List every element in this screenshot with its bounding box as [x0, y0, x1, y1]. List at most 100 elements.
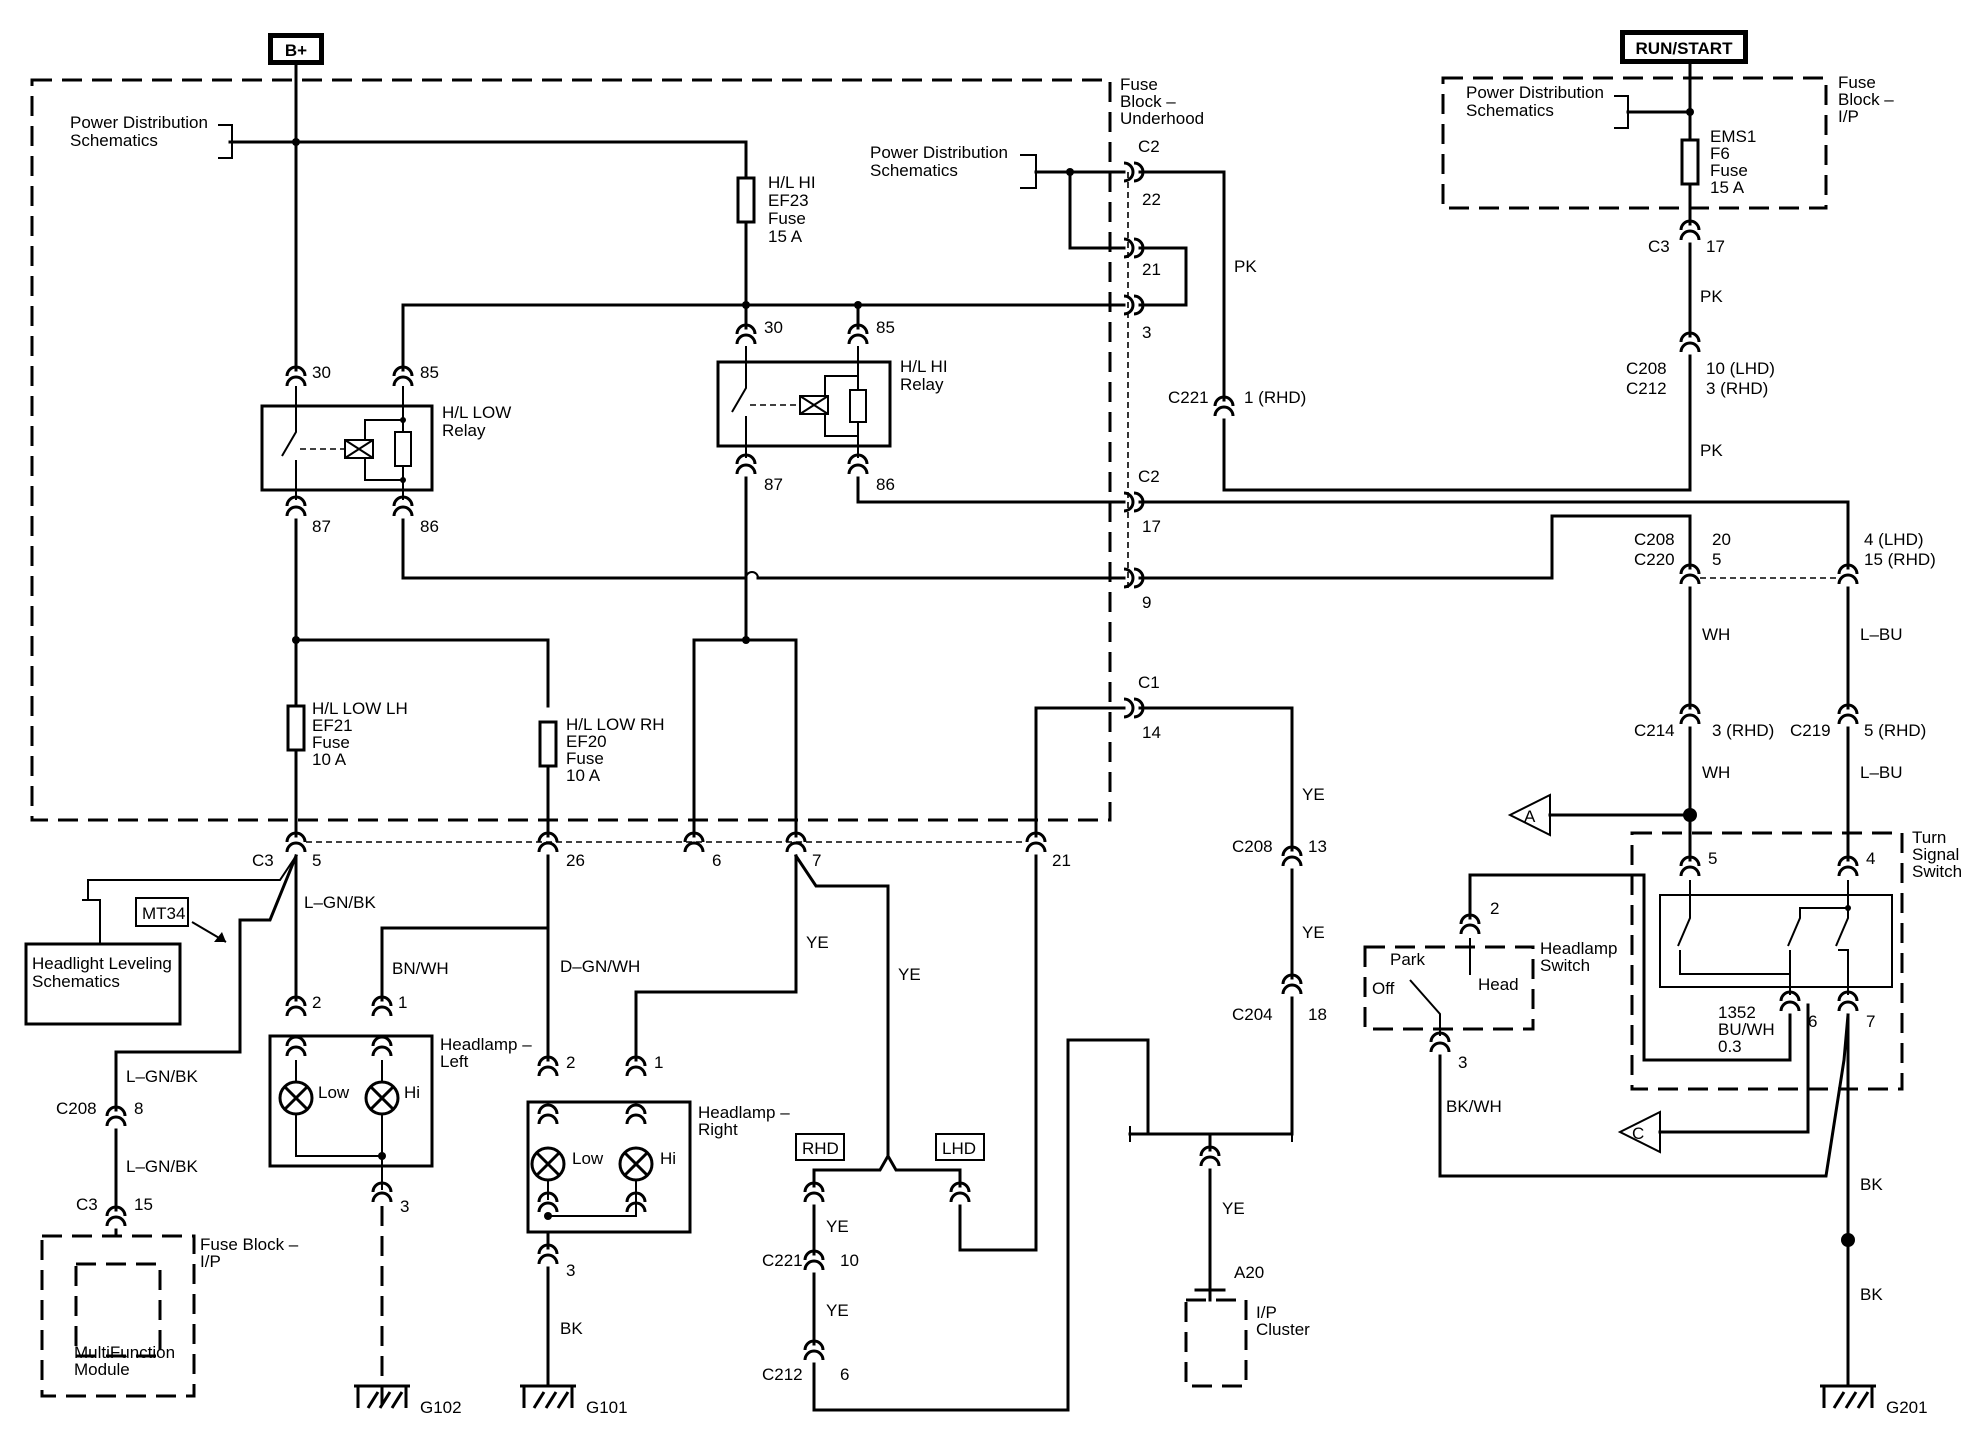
- svg-text:EMS1: EMS1: [1710, 127, 1756, 146]
- svg-text:C3: C3: [76, 1195, 98, 1214]
- svg-text:Fuse: Fuse: [768, 209, 806, 228]
- svg-text:H/L LOW LH: H/L LOW LH: [312, 699, 408, 718]
- svg-text:5: 5: [1708, 849, 1717, 868]
- svg-text:Fuse: Fuse: [566, 749, 604, 768]
- headlamp-right: D–GN/WH 2 YE 1 Low Hi 3 BK Headlamp – Ri…: [526, 854, 829, 1388]
- svg-text:L–GN/BK: L–GN/BK: [126, 1157, 198, 1176]
- leveling-branch: L–GN/BK Headlight Leveling Schematics MT…: [24, 854, 376, 1379]
- svg-text:LHD: LHD: [942, 1139, 976, 1158]
- svg-text:3: 3: [1142, 323, 1151, 342]
- svg-text:Left: Left: [440, 1052, 469, 1071]
- connector-c2-lower: C2 17 9: [401, 467, 1850, 612]
- svg-text:RUN/START: RUN/START: [1636, 39, 1734, 58]
- svg-text:15: 15: [134, 1195, 153, 1214]
- svg-text:YE: YE: [826, 1217, 849, 1236]
- svg-text:I/P: I/P: [1838, 107, 1859, 126]
- svg-text:L–BU: L–BU: [1860, 625, 1903, 644]
- svg-text:Turn: Turn: [1912, 828, 1946, 847]
- turn-signal-switch: Turn Signal Switch 5 4 6 7 1352 BU/WH 0.…: [1659, 828, 1962, 1056]
- svg-text:BK: BK: [1860, 1175, 1883, 1194]
- svg-text:BK: BK: [560, 1319, 583, 1338]
- svg-text:1: 1: [398, 993, 407, 1012]
- svg-text:20: 20: [1712, 530, 1731, 549]
- svg-text:Underhood: Underhood: [1120, 109, 1204, 128]
- svg-text:C221: C221: [1168, 388, 1209, 407]
- svg-text:EF20: EF20: [566, 732, 607, 751]
- svg-text:WH: WH: [1702, 625, 1730, 644]
- svg-text:Fuse Block –: Fuse Block –: [200, 1235, 299, 1254]
- svg-text:4 (LHD): 4 (LHD): [1864, 530, 1924, 549]
- svg-text:21: 21: [1052, 851, 1071, 870]
- svg-text:YE: YE: [826, 1301, 849, 1320]
- svg-text:C208: C208: [56, 1099, 97, 1118]
- svg-text:C220: C220: [1634, 550, 1675, 569]
- svg-text:Headlamp –: Headlamp –: [440, 1035, 532, 1054]
- rhd-lhd-splice: YE RHD LHD YE C221 10 YE C212 6: [762, 853, 1150, 1412]
- svg-text:Power Distribution: Power Distribution: [1466, 83, 1604, 102]
- connectors-c208-c220: C208 C220 20 5 4 (LHD) 15 (RHD) WH L–BU …: [1634, 530, 1936, 862]
- svg-text:Fuse: Fuse: [1710, 161, 1748, 180]
- svg-text:6: 6: [712, 851, 721, 870]
- svg-text:15 A: 15 A: [1710, 178, 1745, 197]
- headlamp-left: 2 BN/WH 1 Low Hi 3 Headlamp – Left: [268, 854, 550, 1216]
- svg-text:Fuse: Fuse: [1838, 73, 1876, 92]
- svg-text:Fuse: Fuse: [312, 733, 350, 752]
- svg-text:YE: YE: [1222, 1199, 1245, 1218]
- svg-text:Headlight Leveling: Headlight Leveling: [32, 954, 172, 973]
- hl-hi-fuse: H/L HI EF23 Fuse 15 A: [736, 173, 816, 246]
- svg-text:WH: WH: [1702, 763, 1730, 782]
- headlamp-switch: 2 Park Off Head Headlamp Switch 3 BK/WH: [1372, 873, 1850, 1178]
- svg-text:BN/WH: BN/WH: [392, 959, 449, 978]
- svg-text:C214: C214: [1634, 721, 1675, 740]
- hl-hi-relay: 30 85 87 86 H/L HI Relay: [716, 318, 948, 494]
- svg-text:2: 2: [1490, 899, 1499, 918]
- svg-text:1 (RHD): 1 (RHD): [1244, 388, 1306, 407]
- svg-text:22: 22: [1142, 190, 1161, 209]
- svg-text:C208: C208: [1626, 359, 1667, 378]
- svg-text:C2: C2: [1138, 467, 1160, 486]
- ground-g102: G102: [352, 1384, 462, 1417]
- svg-text:9: 9: [1142, 593, 1151, 612]
- svg-text:C2: C2: [1138, 137, 1160, 156]
- svg-text:C221: C221: [762, 1251, 803, 1270]
- bplus-power-source: B+: [268, 33, 324, 65]
- connector-c1: C1 14 YE C208 13 YE C204 18: [1034, 673, 1327, 1122]
- svg-text:3 (RHD): 3 (RHD): [1706, 379, 1768, 398]
- svg-text:C212: C212: [762, 1365, 803, 1384]
- svg-text:Schematics: Schematics: [70, 131, 158, 150]
- svg-text:C208: C208: [1232, 837, 1273, 856]
- svg-text:Hi: Hi: [404, 1083, 420, 1102]
- svg-text:C208: C208: [1634, 530, 1675, 549]
- svg-text:B+: B+: [285, 41, 307, 60]
- svg-text:10 (LHD): 10 (LHD): [1706, 359, 1775, 378]
- svg-text:3: 3: [1458, 1053, 1467, 1072]
- svg-text:1352: 1352: [1718, 1003, 1756, 1022]
- svg-text:26: 26: [566, 851, 585, 870]
- svg-text:A20: A20: [1234, 1263, 1264, 1282]
- svg-text:5: 5: [1712, 550, 1721, 569]
- svg-text:Cluster: Cluster: [1256, 1320, 1310, 1339]
- svg-text:Schematics: Schematics: [870, 161, 958, 180]
- svg-text:7: 7: [1866, 1012, 1875, 1031]
- svg-text:4: 4: [1866, 849, 1875, 868]
- svg-text:BU/WH: BU/WH: [1718, 1020, 1775, 1039]
- svg-text:L–GN/BK: L–GN/BK: [304, 893, 376, 912]
- svg-text:87: 87: [312, 517, 331, 536]
- svg-text:MT34: MT34: [142, 904, 185, 923]
- svg-text:Signal: Signal: [1912, 845, 1959, 864]
- fuse-block-ip-lower-boundary: [40, 1234, 196, 1398]
- svg-text:0.3: 0.3: [1718, 1037, 1742, 1056]
- svg-text:C204: C204: [1232, 1005, 1273, 1024]
- svg-text:C212: C212: [1626, 379, 1667, 398]
- svg-text:YE: YE: [1302, 785, 1325, 804]
- svg-text:18: 18: [1308, 1005, 1327, 1024]
- svg-text:8: 8: [134, 1099, 143, 1118]
- hl-low-rh-fuse: H/L LOW RH EF20 Fuse 10 A: [538, 715, 665, 838]
- svg-text:Block –: Block –: [1838, 90, 1894, 109]
- svg-text:10: 10: [840, 1251, 859, 1270]
- svg-text:EF21: EF21: [312, 716, 353, 735]
- svg-text:Low: Low: [318, 1083, 350, 1102]
- svg-text:30: 30: [764, 318, 783, 337]
- svg-text:C: C: [1632, 1124, 1644, 1143]
